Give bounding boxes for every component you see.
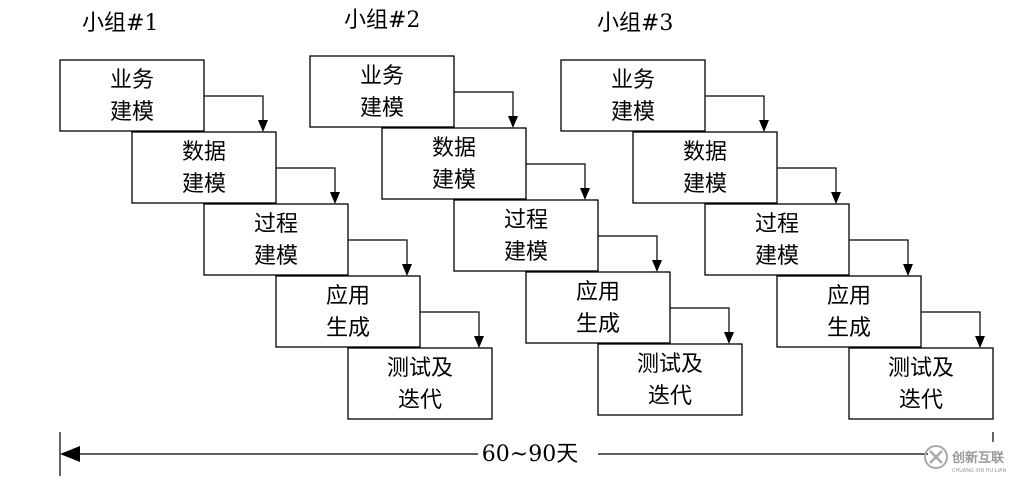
step-label-line2: 建模 (504, 240, 548, 265)
flow-connector (598, 235, 658, 260)
step-label-line2: 建模 (110, 100, 154, 125)
flow-connector (849, 239, 909, 264)
step-label-line2: 生成 (576, 312, 620, 337)
step-label-line2: 生成 (326, 316, 370, 341)
flow-connector (670, 307, 730, 332)
step-label-line1: 过程 (254, 212, 298, 237)
duration-label: 60~90天 (482, 442, 578, 467)
step-label-line1: 应用 (326, 284, 370, 309)
flow-connector (348, 239, 408, 264)
step-rect (203, 203, 349, 276)
flow-connector (204, 95, 264, 120)
duration-arrow: 60~90天 (59, 432, 994, 476)
group-title: 小组#3 (597, 11, 673, 36)
flow-arrowhead (831, 192, 841, 204)
flow-connector (454, 91, 514, 116)
flow-arrowhead (402, 264, 412, 276)
flow-connector (777, 167, 837, 192)
timeline-arrowhead-left (60, 446, 80, 462)
step-label-line1: 应用 (576, 280, 620, 305)
step-label-line2: 建模 (182, 172, 226, 197)
step-rect (632, 131, 778, 204)
step-label-line1: 测试及 (637, 352, 703, 377)
step-rect (453, 199, 599, 272)
flow-arrowhead (580, 188, 590, 200)
step-label-line1: 过程 (504, 208, 548, 233)
step-label-line1: 数据 (432, 136, 476, 161)
step-label-line1: 测试及 (387, 356, 453, 381)
step-rect (525, 271, 671, 344)
group-title: 小组#2 (344, 8, 420, 33)
step-rect (309, 55, 455, 128)
watermark-brand-en: CHUANG XIN HU LIAN (952, 468, 1006, 474)
watermark-brand-cn: 创新互联 (951, 450, 1004, 466)
step-label-line1: 业务 (110, 68, 154, 93)
flow-arrowhead (759, 120, 769, 132)
flow-arrowhead (508, 116, 518, 128)
step-label-line1: 应用 (827, 284, 871, 309)
step-label-line2: 生成 (827, 316, 871, 341)
flow-arrowhead (330, 192, 340, 204)
step-label-line2: 建模 (254, 244, 298, 269)
step-rect (347, 347, 493, 420)
step-label-line1: 数据 (683, 140, 727, 165)
step-label-line2: 迭代 (648, 384, 692, 409)
step-label-line2: 建模 (432, 168, 476, 193)
step-rect (560, 59, 706, 132)
step-label-line1: 业务 (611, 68, 655, 93)
flow-arrowhead (975, 336, 985, 348)
flow-arrowhead (652, 260, 662, 272)
step-rect (848, 347, 994, 420)
step-rect (275, 275, 421, 348)
step-label-line2: 建模 (611, 100, 655, 125)
step-label-line2: 迭代 (398, 388, 442, 413)
flow-connector (526, 163, 586, 188)
flow-connector (705, 95, 765, 120)
step-label-line2: 建模 (360, 96, 404, 121)
step-rect (59, 59, 205, 132)
step-rect (381, 127, 527, 200)
flow-arrowhead (258, 120, 268, 132)
x-logo-icon (924, 445, 948, 469)
step-rect (776, 275, 922, 348)
watermark: 创新互联 CHUANG XIN HU LIAN (924, 445, 1006, 474)
step-label-line2: 建模 (755, 244, 799, 269)
step-rect (131, 131, 277, 204)
flow-arrowhead (903, 264, 913, 276)
flow-arrowhead (724, 332, 734, 344)
step-label-line2: 建模 (683, 172, 727, 197)
step-rect (597, 343, 743, 416)
step-label-line1: 测试及 (888, 356, 954, 381)
flow-connector (420, 311, 480, 336)
group-title: 小组#1 (82, 11, 158, 36)
flow-arrowhead (474, 336, 484, 348)
step-label-line1: 业务 (360, 64, 404, 89)
step-label-line2: 迭代 (899, 388, 943, 413)
flow-connector (276, 167, 336, 192)
flow-connector (921, 311, 981, 336)
step-label-line1: 过程 (755, 212, 799, 237)
step-label-line1: 数据 (182, 140, 226, 165)
